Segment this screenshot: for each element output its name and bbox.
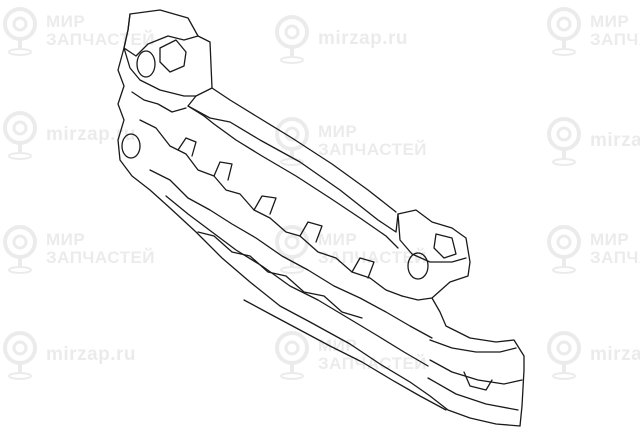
map-pin-icon (547, 331, 581, 380)
beam-top-rib (187, 105, 399, 249)
watermark: mirzap.ru (544, 330, 640, 380)
right-bracket-slot (433, 233, 457, 259)
left-mount-slot (159, 39, 187, 73)
watermark-text: mirzap.ru (590, 131, 640, 151)
right-flange-lower (427, 377, 519, 411)
left-bracket-rib (131, 91, 187, 113)
watermark-line: mirzap.ru (590, 344, 640, 366)
beam-notch-3 (253, 195, 277, 215)
map-pin-icon (3, 7, 37, 56)
watermark-line: mirzap.ru (46, 344, 137, 366)
watermark-text: mirzap.ru (318, 29, 408, 49)
map-pin-icon (547, 225, 581, 274)
watermark-line: mirzap.ru (46, 124, 137, 146)
watermark: mirzap.ru (272, 14, 408, 64)
watermark-line: ЗАПЧАСТЕЙ (590, 30, 640, 49)
beam-top-edge (211, 87, 397, 213)
left-mount-hole (136, 50, 156, 78)
watermark-line: ЗАПЧАСТЕЙ (318, 248, 428, 267)
right-bracket-lower (401, 295, 433, 301)
map-pin-icon (3, 111, 37, 160)
watermark-line: ЗАПЧАСТЕЙ (46, 248, 156, 267)
watermark-line: МИР (590, 230, 630, 250)
beam-inner-web (197, 231, 363, 319)
watermark: mirzap.ru (544, 116, 640, 166)
map-pin-icon (547, 117, 581, 166)
watermark-line: МИР (46, 230, 86, 250)
left-bracket-front (123, 13, 199, 57)
beam-notch-5 (351, 257, 375, 279)
watermark-text: mirzap.ru (46, 345, 136, 365)
watermark-line: МИР (318, 336, 358, 356)
watermark-line: МИР (46, 12, 86, 32)
watermark-line: ЗАПЧАСТЕЙ (590, 248, 640, 267)
watermark-line: mirzap.ru (590, 130, 640, 152)
beam-notch-1 (177, 137, 197, 157)
watermark-line: МИР (590, 12, 630, 32)
right-flange-face (429, 359, 523, 385)
map-pin-icon (275, 15, 309, 64)
map-pin-icon (3, 225, 37, 274)
lower-rail (243, 299, 447, 411)
right-bracket-face (397, 213, 467, 263)
beam-mid-rib (139, 119, 403, 297)
beam-notch-4 (299, 221, 323, 243)
watermark: mirzap.ru (0, 110, 136, 160)
watermark: mirzap.ru (0, 330, 136, 380)
left-lower-hole (121, 133, 141, 159)
watermark-line: mirzap.ru (318, 28, 409, 50)
watermark-text: mirzap.ru (590, 345, 640, 365)
watermark-line: ЗАПЧАСТЕЙ (318, 140, 428, 159)
watermark-line: МИР (318, 122, 358, 142)
watermark-line: МИР (318, 230, 358, 250)
beam-notch-2 (213, 161, 233, 181)
map-pin-icon (275, 331, 309, 380)
right-flange-notch (463, 371, 493, 391)
right-flange-top (429, 339, 517, 353)
part-outline (117, 9, 525, 427)
beam-lower-rib (149, 169, 433, 339)
watermark-line: ЗАПЧАСТЕЙ (318, 354, 428, 373)
map-pin-icon (547, 7, 581, 56)
right-mount-hole (407, 252, 429, 280)
map-pin-icon (3, 331, 37, 380)
watermark-text: mirzap.ru (46, 125, 136, 145)
beam-bottom-rib (165, 195, 429, 367)
left-bracket-edge (123, 47, 197, 97)
